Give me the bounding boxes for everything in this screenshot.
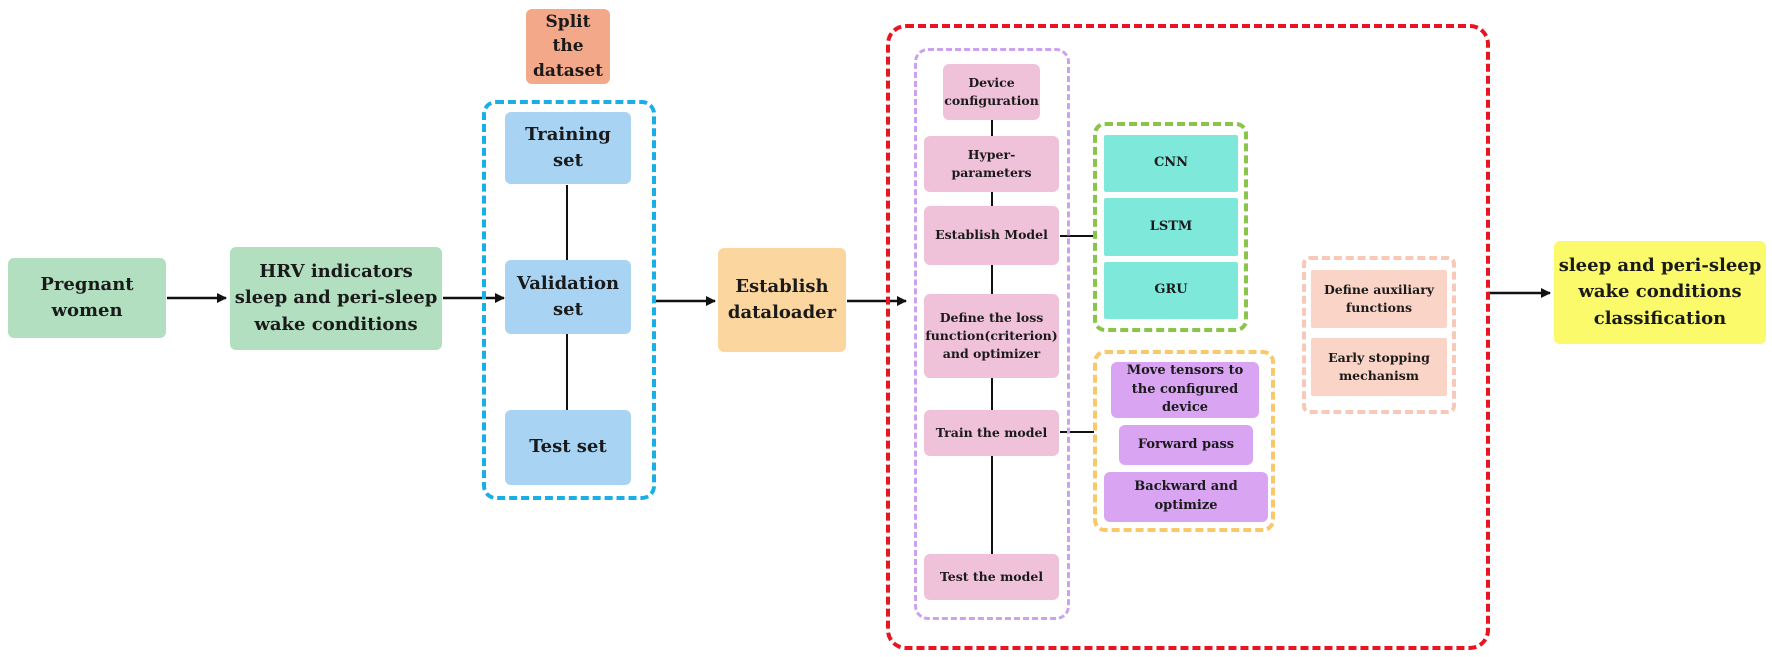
move-tensors-step: Move tensors to the configured device: [1111, 362, 1259, 418]
establish-model-step: Establish Model: [924, 206, 1059, 265]
pregnant-women-node: Pregnant women: [8, 258, 166, 338]
training-set-node: Training set: [505, 112, 631, 184]
model-options-group: [1093, 122, 1248, 332]
classification-output-node: sleep and peri-sleep wake conditions cla…: [1554, 241, 1766, 344]
lstm-model-option: LSTM: [1104, 198, 1238, 256]
backward-optimize-step: Backward and optimize: [1104, 472, 1268, 522]
hyper-parameters-step: Hyper-parameters: [924, 136, 1059, 192]
test-model-step: Test the model: [924, 554, 1059, 600]
device-configuration-step: Device configuration: [943, 64, 1040, 120]
train-steps-group: [1093, 350, 1275, 532]
define-loss-step: Define the loss function(criterion) and …: [924, 294, 1059, 378]
cnn-model-option: CNN: [1104, 135, 1238, 192]
auxiliary-group: [1302, 256, 1456, 414]
early-stopping-node: Early stopping mechanism: [1311, 338, 1447, 396]
training-pipeline-group: [886, 24, 1490, 650]
validation-set-node: Validation set: [505, 260, 631, 334]
establish-dataloader-node: Establish dataloader: [718, 248, 846, 352]
hrv-indicators-node: HRV indicators sleep and peri-sleep wake…: [230, 247, 442, 350]
pipeline-steps-group: [914, 48, 1070, 620]
forward-pass-step: Forward pass: [1119, 425, 1253, 465]
gru-model-option: GRU: [1104, 262, 1238, 319]
test-set-node: Test set: [505, 410, 631, 485]
define-auxiliary-node: Define auxiliary functions: [1311, 270, 1447, 328]
dataset-split-group: [482, 100, 656, 500]
split-dataset-node: Split the dataset: [526, 9, 610, 84]
train-model-step: Train the model: [924, 410, 1059, 456]
